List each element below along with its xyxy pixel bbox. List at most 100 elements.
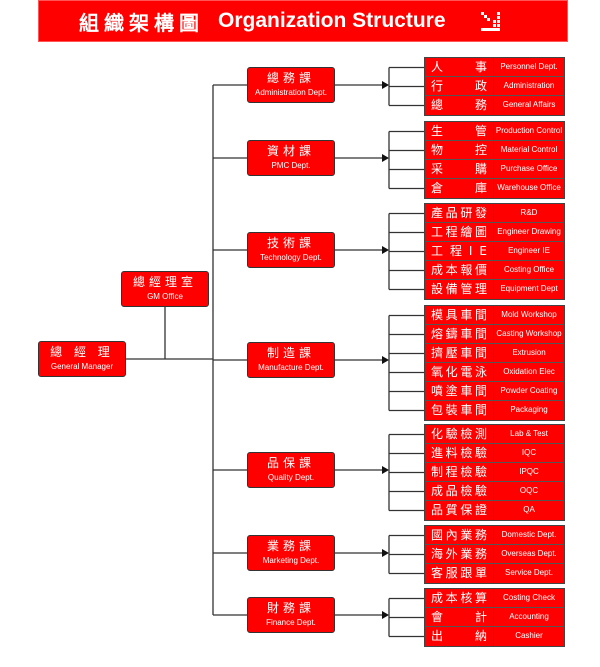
unit-zh: 生管 bbox=[425, 122, 494, 140]
unit-zh: 制程檢驗 bbox=[425, 463, 494, 481]
unit-en: Packaging bbox=[494, 401, 564, 420]
unit-zh: 成本核算 bbox=[425, 589, 494, 607]
unit-en: Equipment Dept bbox=[494, 280, 564, 299]
arrow-head-icon bbox=[382, 611, 389, 619]
department-zh: 總務課 bbox=[266, 71, 315, 85]
general-manager-en: General Manager bbox=[50, 362, 114, 371]
unit-zh: 化驗檢測 bbox=[425, 425, 494, 443]
unit-en: General Affairs bbox=[494, 96, 564, 115]
arrow-head-icon bbox=[382, 81, 389, 89]
department-zh: 制造課 bbox=[266, 346, 315, 360]
department-en: PMC Dept. bbox=[271, 161, 311, 170]
unit-zh: 國內業務 bbox=[425, 526, 494, 544]
department-box[interactable]: 技術課 Technology Dept. bbox=[247, 232, 335, 268]
unit-en: Warehouse Office bbox=[494, 179, 564, 198]
department-en: Technology Dept. bbox=[260, 253, 322, 262]
unit-en: QA bbox=[494, 501, 564, 520]
unit-zh: 成本報價 bbox=[425, 261, 494, 279]
arrow-head-icon bbox=[382, 356, 389, 364]
unit-zh: 行政 bbox=[425, 77, 494, 95]
unit-en: Administration bbox=[494, 77, 564, 95]
unit-zh: 包裝車間 bbox=[425, 401, 494, 420]
department-zh: 資材課 bbox=[266, 144, 315, 158]
arrow-head-icon bbox=[382, 549, 389, 557]
unit-en: Powder Coating bbox=[494, 382, 564, 400]
unit-zh: 工程繪圖 bbox=[425, 223, 494, 241]
unit-en: Personnel Dept. bbox=[494, 58, 564, 76]
unit-en: Engineer Drawing bbox=[494, 223, 564, 241]
gm-office-zh: 總經理室 bbox=[132, 275, 197, 289]
unit-en: Overseas Dept. bbox=[494, 545, 564, 563]
title-english: Organization Structure bbox=[218, 9, 446, 32]
department-box[interactable]: 品保課 Quality Dept. bbox=[247, 452, 335, 488]
arrow-head-icon bbox=[382, 154, 389, 162]
unit-zh: 熔鑄車間 bbox=[425, 325, 494, 343]
unit-zh: 海外業務 bbox=[425, 545, 494, 563]
unit-zh: 采購 bbox=[425, 160, 494, 178]
unit-zh: 物控 bbox=[425, 141, 494, 159]
unit-zh: 倉庫 bbox=[425, 179, 494, 198]
department-box[interactable]: 制造課 Manufacture Dept. bbox=[247, 342, 335, 378]
department-box[interactable]: 資材課 PMC Dept. bbox=[247, 140, 335, 176]
department-zh: 技術課 bbox=[266, 236, 315, 250]
unit-zh: 出納 bbox=[425, 627, 494, 646]
unit-en: Mold Workshop bbox=[494, 306, 564, 324]
header-banner: 組織架構圖 Organization Structure bbox=[38, 0, 568, 42]
department-zh: 財務課 bbox=[266, 601, 315, 615]
unit-zh: 成品檢驗 bbox=[425, 482, 494, 500]
unit-zh: 客服跟單 bbox=[425, 564, 494, 583]
unit-en: Lab & Test bbox=[494, 425, 564, 443]
gm-office-box[interactable]: 總經理室 GM Office bbox=[121, 271, 209, 307]
unit-en: Costing Check bbox=[494, 589, 564, 607]
unit-zh: 總務 bbox=[425, 96, 494, 115]
department-zh: 品保課 bbox=[266, 456, 315, 470]
unit-zh: 噴塗車間 bbox=[425, 382, 494, 400]
unit-en: IQC bbox=[494, 444, 564, 462]
unit-en: Extrusion bbox=[494, 344, 564, 362]
unit-en: Accounting bbox=[494, 608, 564, 626]
unit-zh: 品質保證 bbox=[425, 501, 494, 520]
unit-zh: 擠壓車間 bbox=[425, 344, 494, 362]
unit-en: IPQC bbox=[494, 463, 564, 481]
general-manager-box[interactable]: 總 經 理 General Manager bbox=[38, 341, 126, 377]
department-en: Quality Dept. bbox=[267, 473, 315, 482]
department-en: Manufacture Dept. bbox=[258, 363, 324, 372]
